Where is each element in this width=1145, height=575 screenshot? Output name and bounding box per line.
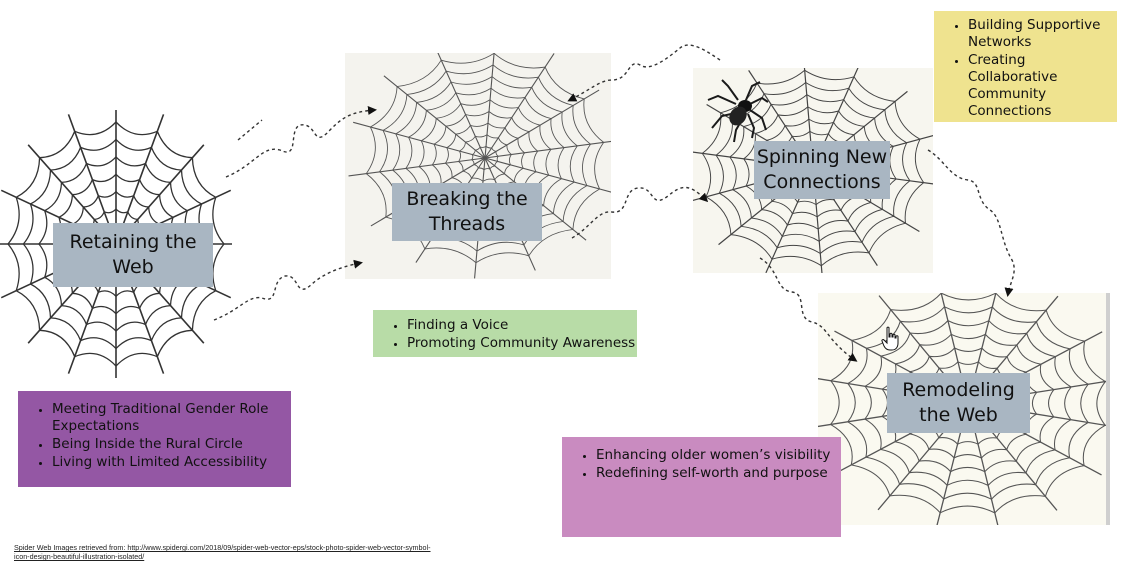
stage-breaking-line2: Threads <box>428 213 506 235</box>
list-item: Redefining self-worth and purpose <box>596 465 841 482</box>
stage-remodeling-line2: the Web <box>919 404 998 426</box>
arrow-spinning-to-breaking <box>567 44 721 102</box>
list-item: Creating Collaborative Community Connect… <box>968 52 1117 120</box>
arrow-breaking-to-retaining-line <box>237 119 263 141</box>
themes-retaining-list: Meeting Traditional Gender Role Expectat… <box>18 401 291 471</box>
stage-spinning-line1: Spinning New <box>756 146 888 168</box>
hand-cursor-icon <box>881 326 899 351</box>
stage-breaking-label: Breaking the Threads <box>392 183 542 241</box>
list-item: Meeting Traditional Gender Role Expectat… <box>52 401 291 435</box>
stage-retaining-line1: Retaining the <box>69 231 197 253</box>
stage-retaining-line2: Web <box>112 256 154 278</box>
stage-spinning-label: Spinning New Connections <box>754 141 890 199</box>
arrow-spinning-box-to-remodeling <box>927 149 1015 297</box>
themes-breaking-box: Finding a Voice Promoting Community Awar… <box>373 310 637 357</box>
themes-spinning-box: Building Supportive Networks Creating Co… <box>934 11 1117 122</box>
scrollbar[interactable] <box>1106 293 1110 525</box>
themes-remodeling-box: Enhancing older women’s visibility Redef… <box>562 437 841 537</box>
themes-breaking-list: Finding a Voice Promoting Community Awar… <box>373 317 637 352</box>
arrow-breaking-to-spinning <box>571 186 709 239</box>
list-item: Finding a Voice <box>407 317 637 334</box>
list-item: Living with Limited Accessibility <box>52 454 291 471</box>
list-item: Enhancing older women’s visibility <box>596 447 841 464</box>
themes-spinning-list: Building Supportive Networks Creating Co… <box>934 17 1117 120</box>
spider-icon <box>707 79 769 143</box>
arrow-retaining-to-breaking-top <box>225 106 377 178</box>
stage-remodeling-label: Remodeling the Web <box>887 373 1030 433</box>
list-item: Being Inside the Rural Circle <box>52 436 291 453</box>
themes-retaining-box: Meeting Traditional Gender Role Expectat… <box>18 391 291 487</box>
stage-remodeling-line1: Remodeling <box>902 379 1015 401</box>
image-credit: Spider Web Images retrieved from: http:/… <box>14 543 431 561</box>
themes-remodeling-list: Enhancing older women’s visibility Redef… <box>562 447 841 482</box>
stage-retaining-label: Retaining the Web <box>53 223 213 287</box>
list-item: Promoting Community Awareness <box>407 335 637 352</box>
arrow-retaining-to-breaking-bottom <box>213 259 363 321</box>
arrow-spinning-to-remodeling <box>759 257 858 362</box>
list-item: Building Supportive Networks <box>968 17 1117 51</box>
stage-breaking-line1: Breaking the <box>406 188 528 210</box>
stage-spinning-line2: Connections <box>763 171 881 193</box>
